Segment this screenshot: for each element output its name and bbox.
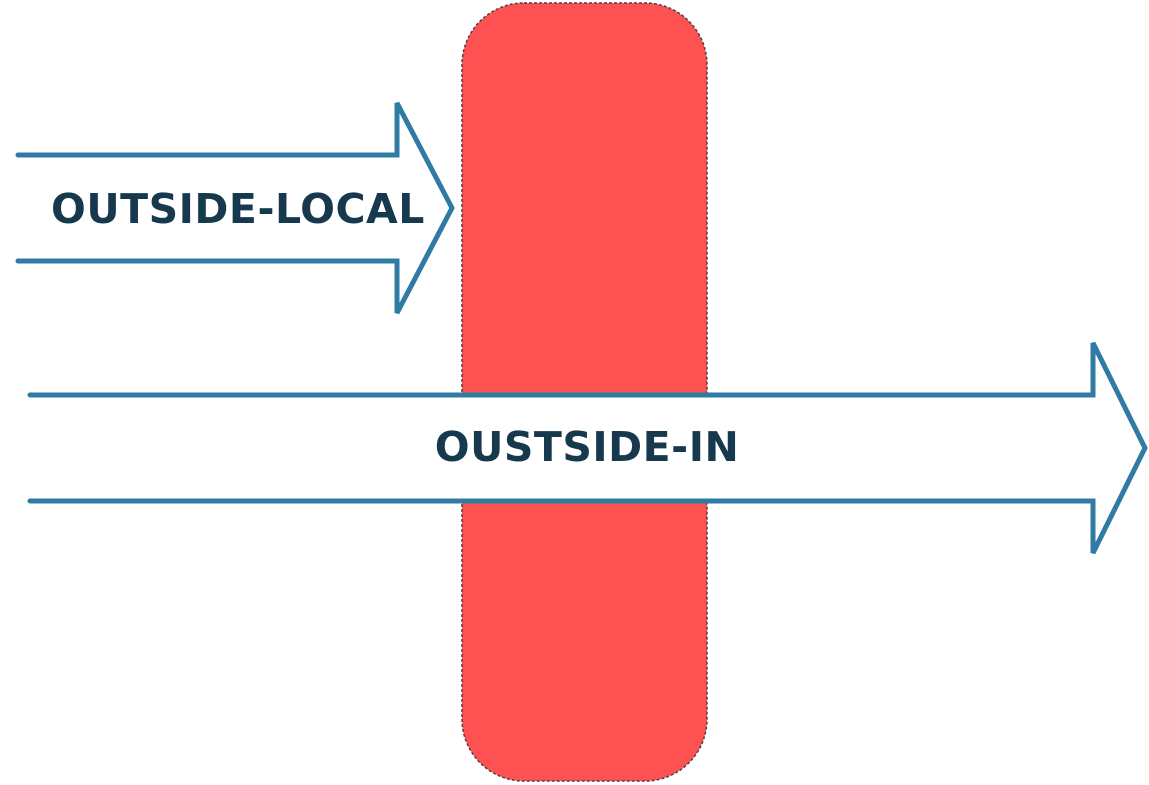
- outside-in-arrow-head-fill: [1093, 343, 1145, 553]
- outside-in-arrow-outline: [27, 341, 1148, 555]
- outside-local-label: OUTSIDE-LOCAL: [51, 185, 425, 233]
- outside-in-arrow-body: [30, 395, 1093, 501]
- outside-local-arrow-outline: [15, 101, 455, 315]
- outside-in-arrow: OUSTSIDE-IN: [27, 341, 1148, 555]
- barrier-block: [461, 2, 708, 782]
- outside-local-arrow: OUTSIDE-LOCAL: [15, 101, 455, 315]
- outside-in-label: OUSTSIDE-IN: [435, 423, 740, 471]
